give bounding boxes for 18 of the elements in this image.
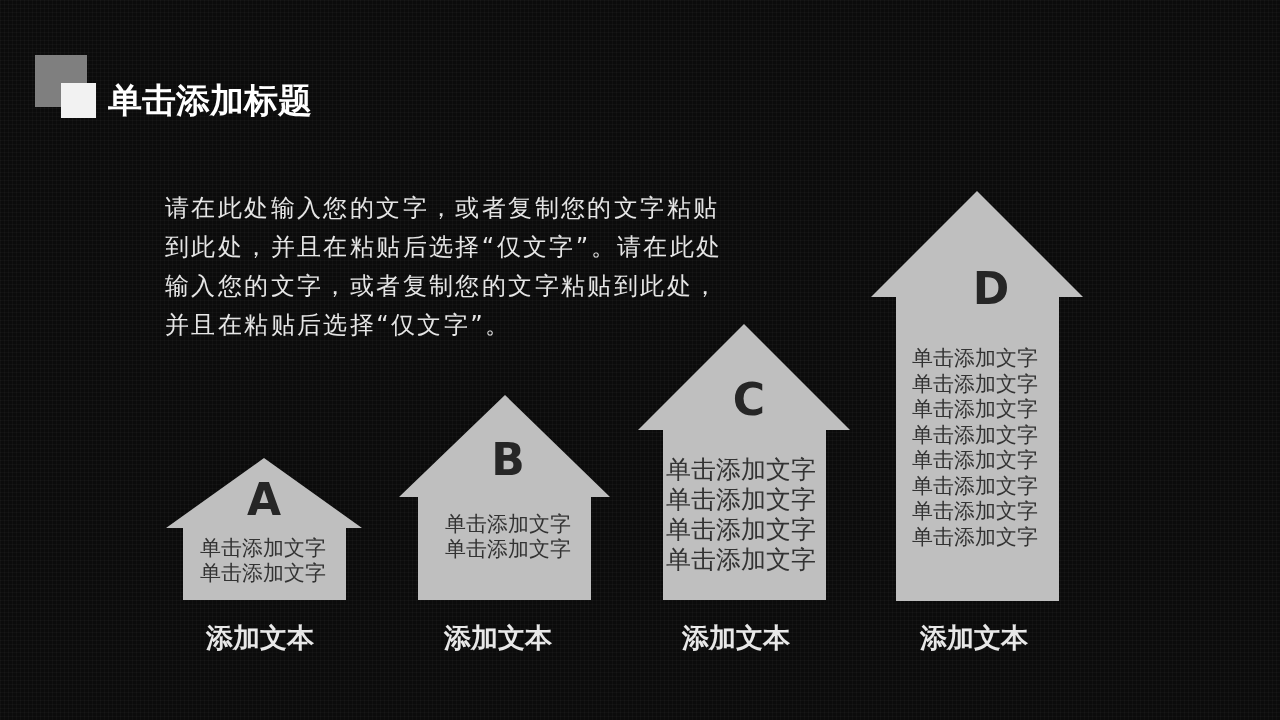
house-arrow-shape xyxy=(399,395,610,600)
step-caption: 添加文本 xyxy=(682,621,790,655)
step-letter: B xyxy=(491,438,525,482)
step-description: 单击添加文字单击添加文字 xyxy=(444,512,572,562)
step-description: 单击添加文字单击添加文字 xyxy=(199,536,327,586)
step-description: 单击添加文字单击添加文字单击添加文字单击添加文字 xyxy=(665,455,817,575)
step-letter: D xyxy=(972,267,1010,311)
house-arrow-shape xyxy=(638,324,850,600)
body-paragraph: 请在此处输入您的文字，或者复制您的文字粘贴到此处，并且在粘贴后选择“仅文字”。请在此处输入您的文字，或者复制您的文字粘贴到此处，并且在粘贴后选择“仅文字”。 xyxy=(165,193,724,341)
step-caption: 添加文本 xyxy=(444,621,552,655)
step-letter: A xyxy=(246,478,282,522)
house-arrow-shape xyxy=(166,458,362,600)
step-letter: C xyxy=(732,378,766,422)
house-arrow-shape xyxy=(871,191,1083,601)
step-caption: 添加文本 xyxy=(206,621,314,655)
step-caption: 添加文本 xyxy=(920,621,1028,655)
slide-title: 单击添加标题 xyxy=(108,79,312,122)
step-description: 单击添加文字单击添加文字单击添加文字单击添加文字单击添加文字单击添加文字单击添加文字单击添加文字 xyxy=(911,346,1039,550)
